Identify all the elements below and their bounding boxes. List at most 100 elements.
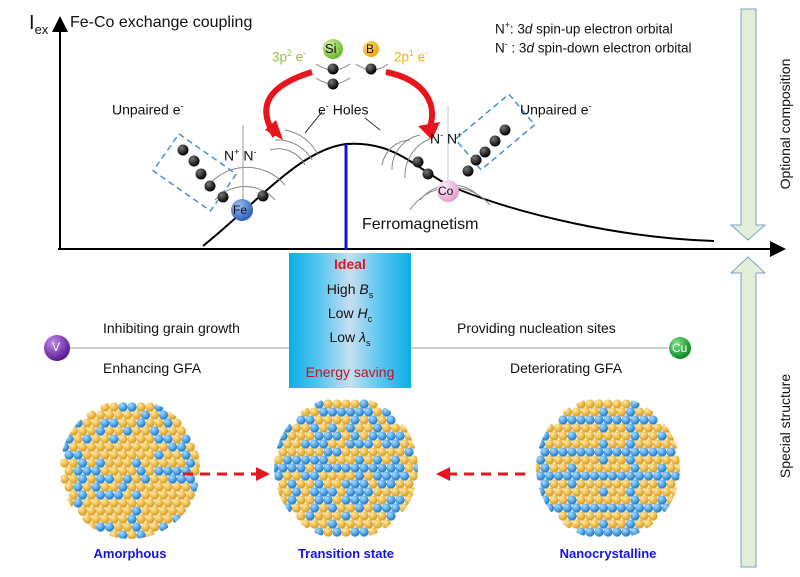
atom-gold <box>639 431 649 441</box>
atom-blue <box>314 431 324 441</box>
atom-blue <box>332 447 342 457</box>
atom-blue <box>327 423 338 433</box>
atom-blue <box>323 495 333 505</box>
atom-gold <box>113 522 124 532</box>
atom-blue <box>386 415 396 425</box>
ideal-item-lambda: Low λs <box>329 329 371 348</box>
atom-gold <box>571 423 582 433</box>
atom-blue <box>630 399 640 409</box>
atom-blue <box>158 522 169 532</box>
atom-blue <box>327 503 338 513</box>
atom-gold <box>109 530 119 539</box>
atom-gold <box>594 399 604 409</box>
atom-gold <box>113 458 124 468</box>
atom-gold <box>368 495 378 505</box>
atom-blue <box>612 447 622 457</box>
atom-gold <box>585 463 595 473</box>
atom-blue <box>652 503 663 513</box>
atom-blue <box>300 471 311 481</box>
atom-gold <box>278 495 288 505</box>
fe-n-labels: N+ N- <box>224 147 257 164</box>
atom-blue <box>350 495 360 505</box>
atom-blue <box>562 503 573 513</box>
atom-blue <box>287 463 297 473</box>
holes-pointer-left <box>304 111 323 134</box>
atom-blue <box>390 455 401 465</box>
holes-label: e- Holes <box>318 101 369 118</box>
atom-gold <box>190 450 200 460</box>
atom-blue <box>136 418 146 428</box>
atom-blue <box>122 426 133 436</box>
atom-gold <box>100 482 110 492</box>
atom-gold <box>100 514 110 524</box>
atom-blue <box>594 415 604 425</box>
atom-gold <box>82 418 92 428</box>
atom-gold <box>607 423 618 433</box>
atom-blue <box>580 503 591 513</box>
v-label: V <box>52 340 61 354</box>
atom-blue <box>625 471 636 481</box>
atom-gold <box>91 450 101 460</box>
v-effect-bottom: Enhancing GFA <box>103 360 202 376</box>
atom-gold <box>594 511 604 521</box>
atom-gold <box>571 407 582 417</box>
atom-blue <box>630 479 640 489</box>
atom-gold <box>91 418 101 428</box>
atom-gold <box>558 495 568 505</box>
atom-gold <box>603 479 613 489</box>
legend-nplus: N+: 3d spin-up electron orbital <box>495 20 673 37</box>
atom-gold <box>278 479 288 489</box>
atom-blue <box>598 439 609 449</box>
atom-gold <box>341 527 351 537</box>
unpaired-right-label: Unpaired e- <box>520 101 592 118</box>
atom-gold <box>145 418 155 428</box>
atom-gold <box>274 455 284 465</box>
atom-gold <box>399 455 410 465</box>
atom-blue <box>109 418 119 428</box>
atom-gold <box>553 487 564 497</box>
atom-gold <box>282 487 293 497</box>
atom-gold <box>643 455 654 465</box>
atom-gold <box>282 471 293 481</box>
atom-blue <box>589 471 600 481</box>
atom-gold <box>68 458 79 468</box>
atom-gold <box>95 410 106 420</box>
atom-blue <box>318 487 329 497</box>
atom-gold <box>327 455 338 465</box>
atom-blue <box>95 426 106 436</box>
atom-blue <box>553 503 564 513</box>
v-atom <box>44 335 70 361</box>
atom-blue <box>368 415 378 425</box>
atom-gold <box>323 399 333 409</box>
atom-gold <box>603 495 613 505</box>
atom-blue <box>621 415 631 425</box>
atom-gold <box>621 511 631 521</box>
atom-blue <box>625 407 636 417</box>
atom-gold <box>113 474 124 484</box>
atom-gold <box>154 498 164 508</box>
atom-gold <box>336 471 347 481</box>
atom-gold <box>341 415 351 425</box>
atom-gold <box>589 407 600 417</box>
atom-blue <box>323 431 333 441</box>
atom-blue <box>395 431 405 441</box>
atom-blue <box>64 450 74 460</box>
atom-gold <box>558 431 568 441</box>
atom-blue <box>274 439 284 449</box>
atom-gold <box>282 439 293 449</box>
atom-blue <box>73 482 83 492</box>
atom-blue <box>278 463 288 473</box>
atom-blue <box>571 471 582 481</box>
atom-blue <box>657 495 667 505</box>
atom-gold <box>323 511 333 521</box>
atom-blue <box>567 495 577 505</box>
b-transfer-arrowhead <box>418 122 440 140</box>
atom-gold <box>122 410 133 420</box>
nanocrystalline-label: Nanocrystalline <box>559 546 657 561</box>
atom-gold <box>399 439 410 449</box>
atom-gold <box>145 498 155 508</box>
atom-blue <box>314 479 324 489</box>
atom-gold <box>136 402 146 412</box>
atom-gold <box>612 431 622 441</box>
atom-gold <box>300 519 311 529</box>
